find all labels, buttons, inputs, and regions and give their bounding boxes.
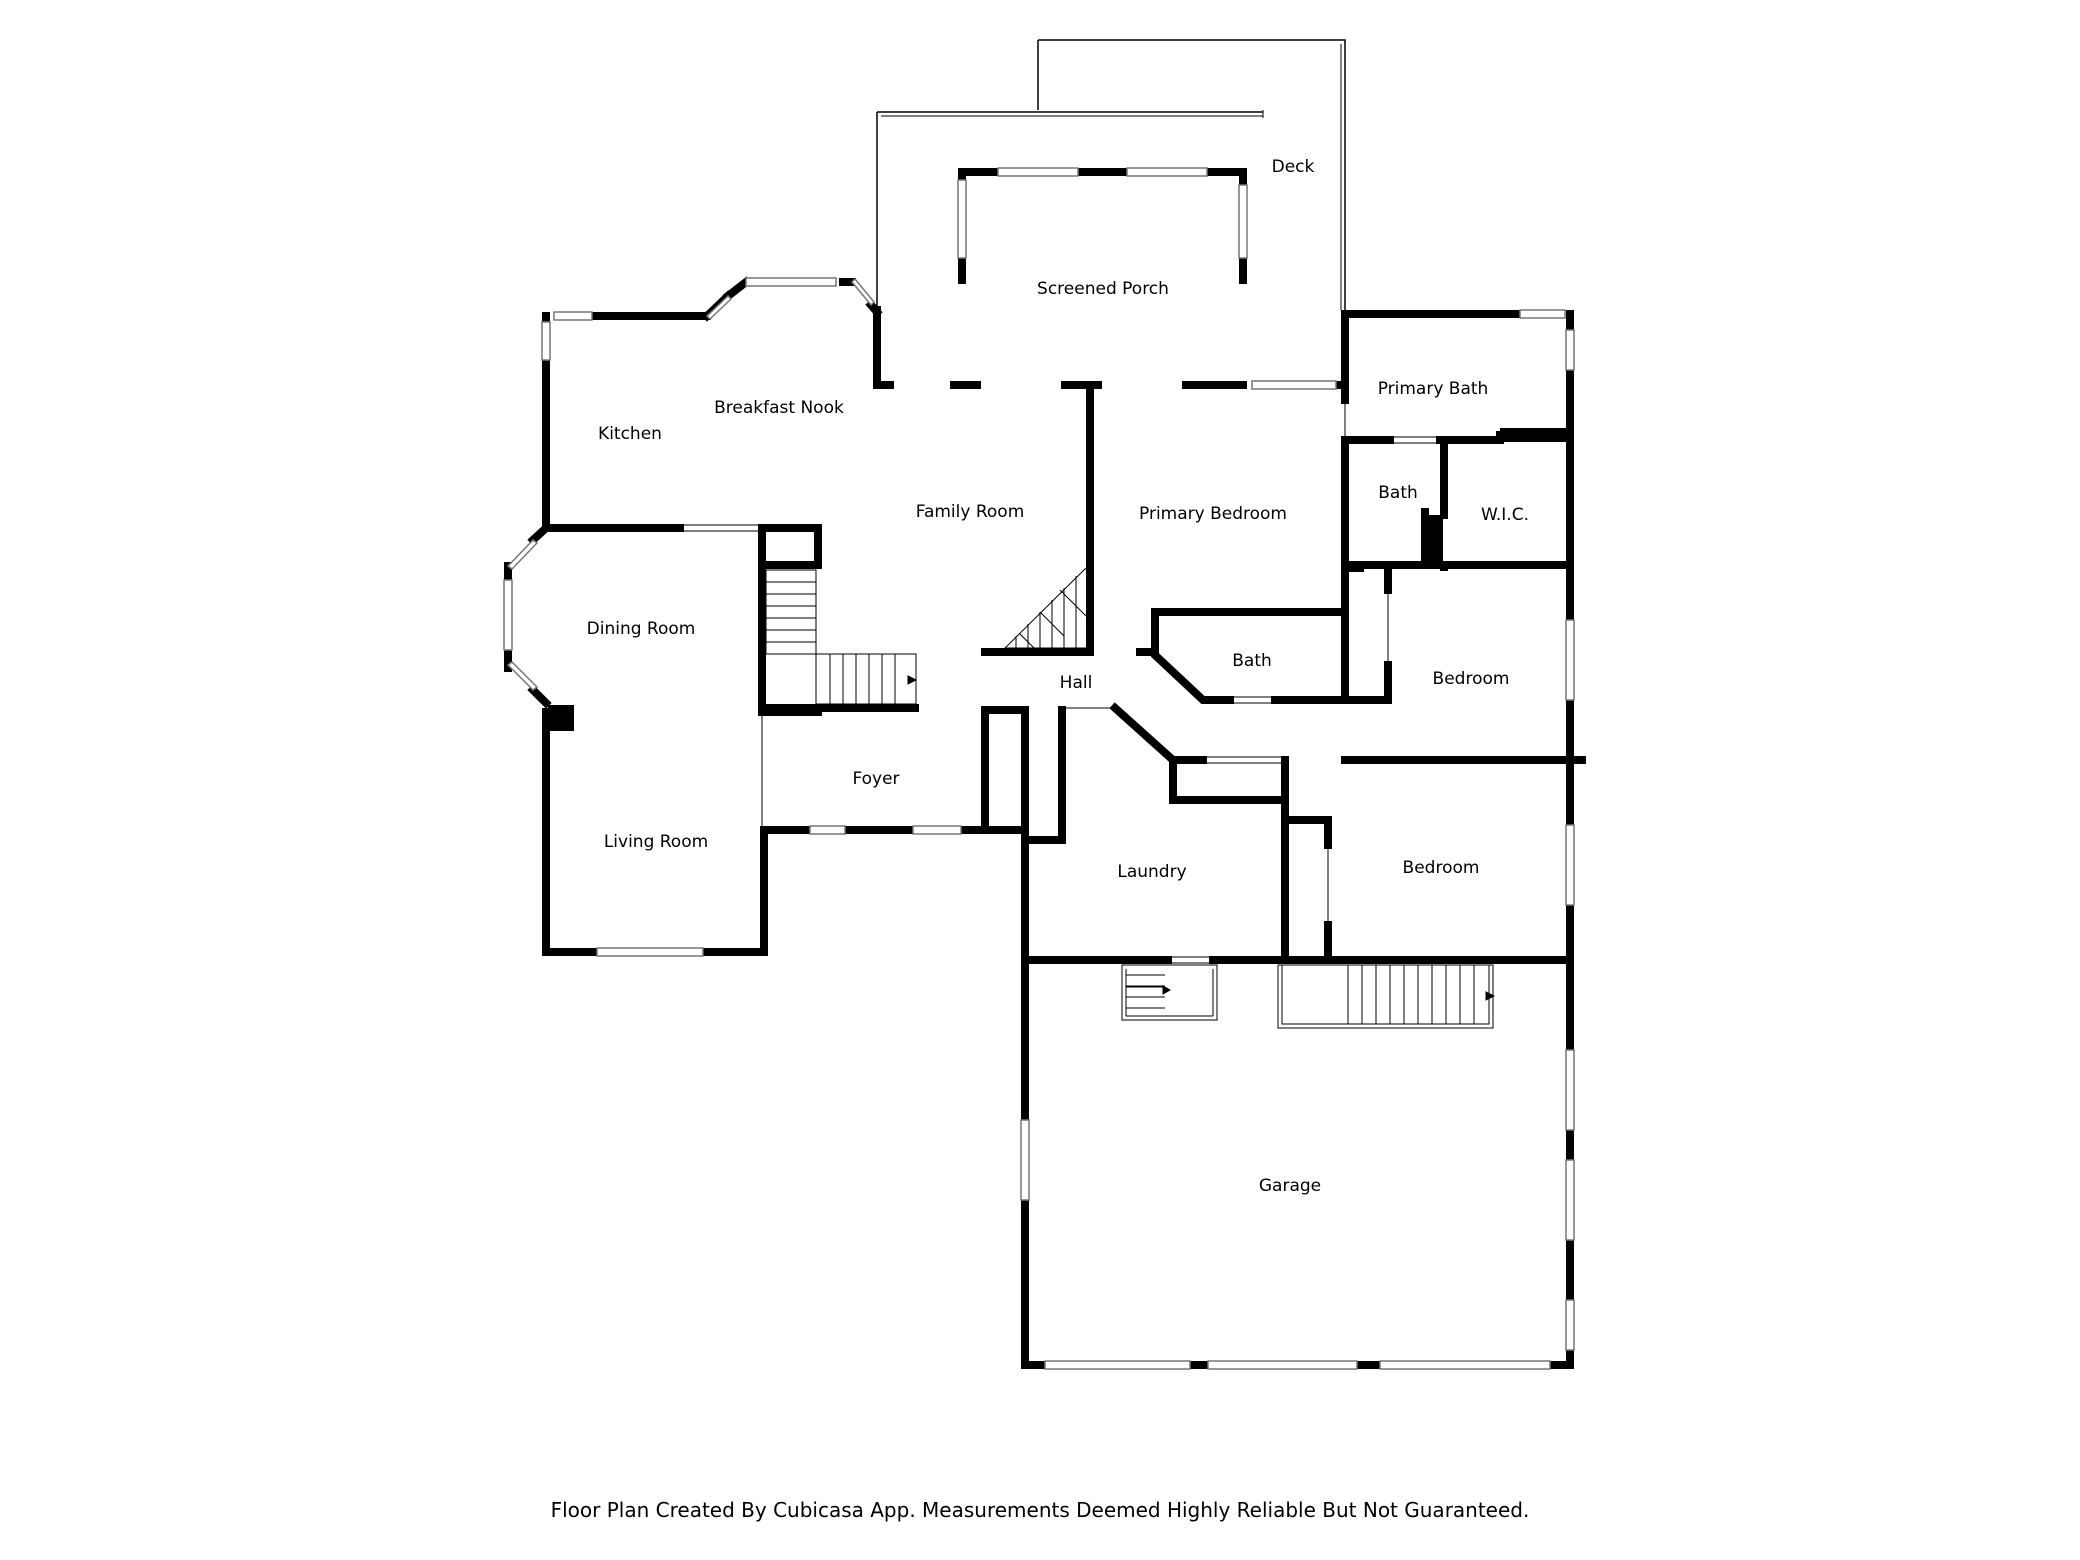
- label-primary-bath: Primary Bath: [1378, 379, 1489, 399]
- passages: [680, 400, 1440, 964]
- stairs-central: [765, 569, 918, 705]
- label-breakfast-nook: Breakfast Nook: [714, 398, 844, 418]
- stairs-corner: [1003, 567, 1087, 649]
- label-living-room: Living Room: [604, 832, 708, 852]
- stairs-garage-large: [1277, 964, 1496, 1029]
- label-primary-bedroom: Primary Bedroom: [1139, 504, 1287, 524]
- solid-blocks: [548, 428, 1566, 731]
- label-foyer: Foyer: [852, 769, 899, 789]
- walls: [504, 168, 1586, 1369]
- label-bath-upper: Bath: [1378, 483, 1418, 503]
- label-laundry: Laundry: [1117, 862, 1186, 882]
- deck-outline: [876, 39, 1346, 310]
- label-deck: Deck: [1272, 157, 1315, 177]
- label-garage: Garage: [1259, 1176, 1321, 1196]
- label-bedroom-3: Bedroom: [1403, 858, 1480, 878]
- label-dining-room: Dining Room: [587, 619, 696, 639]
- label-screened-porch: Screened Porch: [1037, 279, 1169, 299]
- label-wic: W.I.C.: [1481, 505, 1529, 525]
- label-bedroom-2: Bedroom: [1433, 669, 1510, 689]
- label-hall: Hall: [1060, 673, 1093, 693]
- room-labels: Deck Screened Porch Kitchen Breakfast No…: [587, 157, 1529, 1196]
- label-family-room: Family Room: [916, 502, 1025, 522]
- label-bath-hall: Bath: [1232, 651, 1272, 671]
- stairs-garage-small: [1121, 964, 1218, 1021]
- windows: [503, 167, 1575, 1370]
- disclaimer-caption: Floor Plan Created By Cubicasa App. Meas…: [550, 1498, 1530, 1522]
- label-kitchen: Kitchen: [598, 424, 662, 444]
